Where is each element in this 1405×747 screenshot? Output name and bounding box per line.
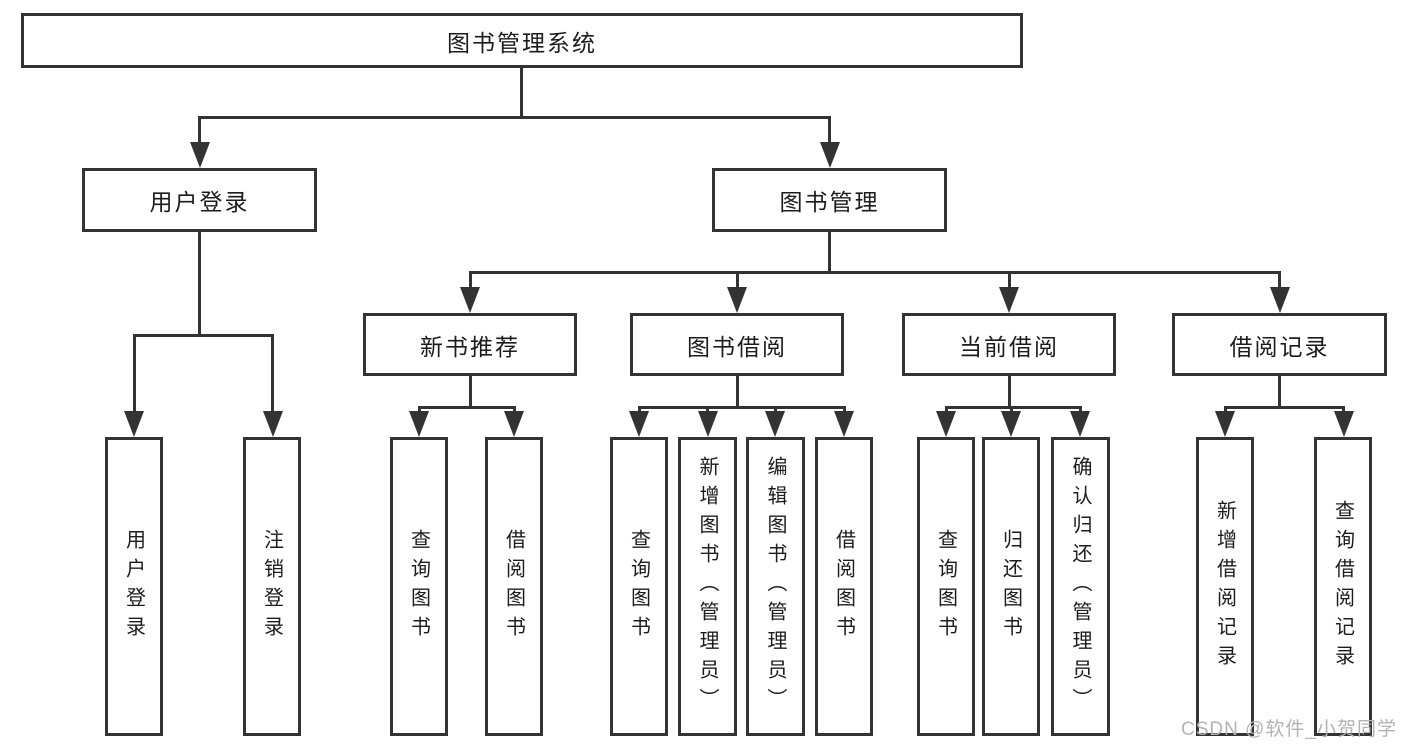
leaf-confirm-return-admin: 确认归还（管理员） — [1051, 437, 1110, 736]
leaf-add-book-admin: 新增图书（管理员） — [678, 437, 737, 736]
leaf-label: 编辑图书（管理员） — [764, 456, 786, 717]
arrow-down-icon — [124, 411, 144, 437]
leaf-label: 借阅图书 — [502, 528, 525, 645]
arrow-down-icon — [629, 411, 649, 437]
connector-horizontal-line — [944, 405, 1082, 409]
leaf-edit-book-admin: 编辑图书（管理员） — [746, 437, 805, 736]
connector-arrow-stem — [828, 117, 831, 148]
arrow-down-icon — [1215, 411, 1235, 437]
leaf-search-books-current: 查询图书 — [917, 437, 975, 736]
leaf-label: 查询图书 — [934, 528, 957, 645]
arrow-down-icon — [1001, 411, 1021, 437]
connector-arrow-stem — [735, 272, 739, 293]
connector-arrow-stem — [1007, 272, 1011, 293]
arrow-down-icon — [727, 287, 747, 313]
connector-arrow-stem — [132, 335, 136, 417]
arrow-down-icon — [765, 411, 785, 437]
arrow-down-icon — [1333, 411, 1354, 437]
leaf-borrow-books-recommend: 借阅图书 — [485, 437, 543, 736]
connector-arrow-stem — [271, 335, 274, 417]
node-label: 图书借阅 — [687, 333, 787, 360]
node-library-system-root: 图书管理系统 — [21, 13, 1023, 68]
node-label: 当前借阅 — [959, 333, 1059, 360]
connector-arrow-stem — [1278, 272, 1281, 293]
leaf-borrow-books-borrowing: 借阅图书 — [815, 437, 873, 736]
arrow-down-icon — [262, 411, 283, 437]
connector-arrow-stem — [468, 272, 472, 293]
leaf-label: 借阅图书 — [832, 528, 855, 645]
node-label: 新书推荐 — [420, 333, 520, 360]
arrow-down-icon — [936, 411, 956, 437]
leaf-label: 归还图书 — [999, 528, 1022, 645]
leaf-search-borrow-record: 查询借阅记录 — [1314, 437, 1372, 736]
arrow-down-icon — [697, 411, 718, 437]
connector-vertical-line — [468, 376, 472, 409]
node-current-borrowing: 当前借阅 — [902, 313, 1116, 376]
arrow-down-icon — [189, 142, 210, 168]
connector-horizontal-line — [637, 405, 846, 409]
leaf-label: 查询借阅记录 — [1331, 499, 1354, 674]
arrow-down-icon — [1070, 411, 1090, 437]
leaf-label: 查询图书 — [627, 528, 650, 645]
node-new-book-recommendation: 新书推荐 — [363, 313, 577, 376]
watermark: CSDN @软件_小贺同学 — [1181, 719, 1397, 740]
arrow-down-icon — [999, 287, 1019, 313]
connector-horizontal-line — [417, 405, 516, 409]
node-book-borrowing: 图书借阅 — [630, 313, 844, 376]
node-label: 图书管理 — [779, 189, 880, 215]
node-borrowing-records: 借阅记录 — [1172, 313, 1387, 376]
leaf-label: 用户登录 — [122, 528, 145, 645]
node-user-login: 用户登录 — [82, 168, 317, 232]
leaf-logout: 注销登录 — [243, 437, 301, 736]
node-label: 用户登录 — [149, 189, 250, 215]
leaf-search-books-recommend: 查询图书 — [390, 437, 448, 736]
connector-vertical-line — [828, 232, 831, 274]
leaf-add-borrow-record: 新增借阅记录 — [1196, 437, 1254, 736]
arrow-down-icon — [409, 411, 429, 437]
node-label: 图书管理系统 — [447, 29, 597, 56]
leaf-return-books: 归还图书 — [982, 437, 1040, 736]
connector-vertical-line — [1007, 376, 1011, 409]
connector-horizontal-line — [198, 115, 831, 119]
connector-horizontal-line — [1223, 405, 1345, 409]
connector-vertical-line — [520, 68, 523, 118]
connector-horizontal-line — [468, 270, 1281, 274]
connector-vertical-line — [735, 376, 739, 409]
leaf-label: 注销登录 — [260, 528, 283, 645]
node-book-management: 图书管理 — [712, 168, 947, 232]
leaf-label: 确认归还（管理员） — [1069, 456, 1091, 717]
leaf-search-books-borrowing: 查询图书 — [610, 437, 668, 736]
arrow-down-icon — [504, 411, 524, 437]
arrow-down-icon — [819, 142, 840, 168]
leaf-label: 新增图书（管理员） — [696, 456, 718, 717]
arrow-down-icon — [834, 411, 854, 437]
leaf-user-login: 用户登录 — [105, 437, 163, 736]
arrow-down-icon — [460, 287, 480, 313]
connector-vertical-line — [1278, 376, 1281, 409]
leaf-label: 新增借阅记录 — [1213, 499, 1236, 674]
connector-arrow-stem — [198, 117, 201, 148]
node-label: 借阅记录 — [1229, 333, 1330, 360]
connector-horizontal-line — [132, 333, 274, 337]
connector-vertical-line — [198, 232, 201, 337]
arrow-down-icon — [1269, 287, 1290, 313]
leaf-label: 查询图书 — [407, 528, 430, 645]
